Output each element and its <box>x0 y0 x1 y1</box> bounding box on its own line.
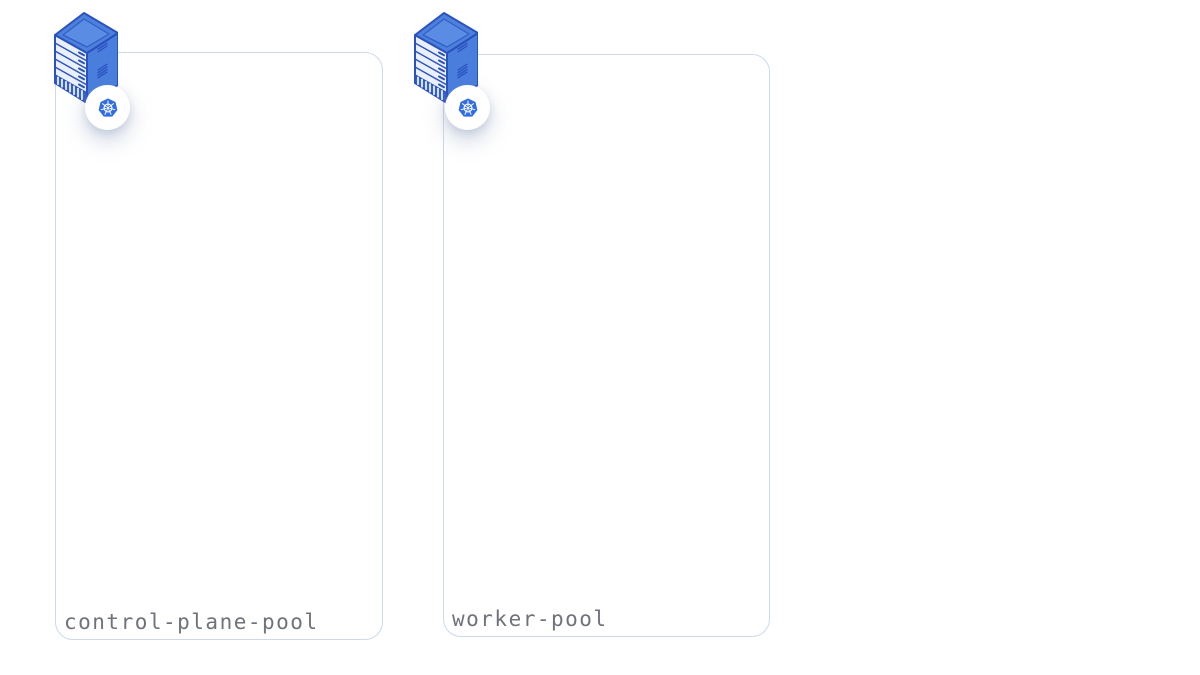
kubernetes-badge <box>85 85 130 130</box>
kubernetes-icon <box>93 93 123 123</box>
node-pool-box-worker: worker-pool <box>443 54 770 637</box>
pool-label-control-plane: control-plane-pool <box>64 610 319 634</box>
kubernetes-icon <box>453 93 483 123</box>
node-pool-box-control-plane: control-plane-pool <box>55 52 383 640</box>
pool-label-worker: worker-pool <box>452 607 608 631</box>
kubernetes-badge <box>445 85 490 130</box>
